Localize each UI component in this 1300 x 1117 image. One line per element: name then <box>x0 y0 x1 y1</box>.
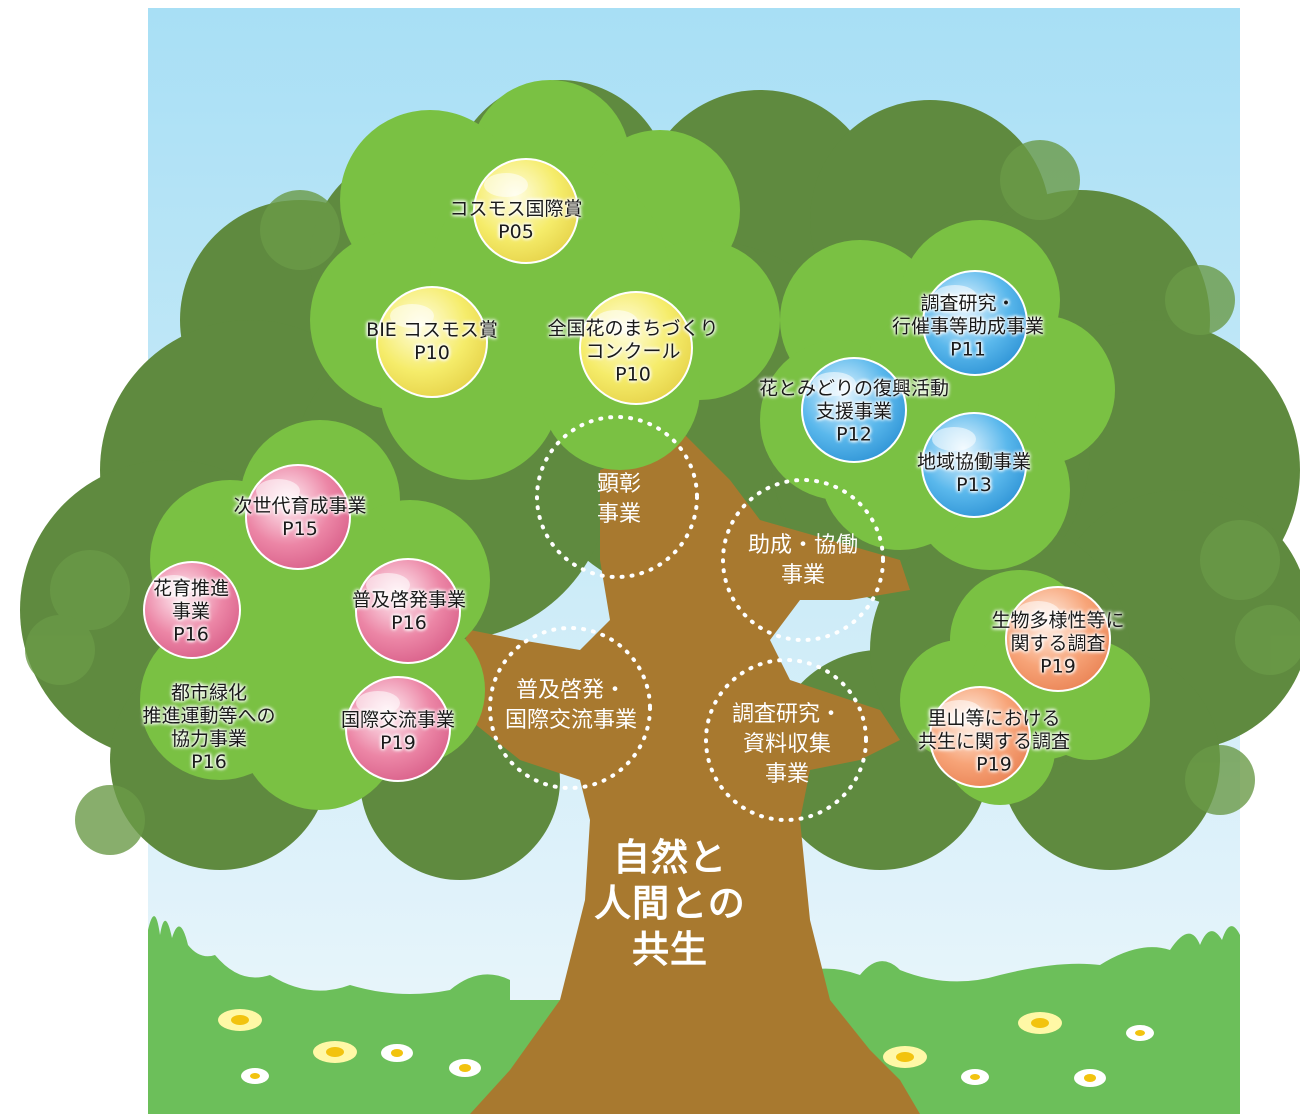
project-title: 国際交流事業 <box>340 709 456 731</box>
project-title: 調査研究・ <box>920 292 1016 315</box>
project-title: 行催事等助成事業 <box>891 315 1045 338</box>
project-urban-green: 都市緑化 推進運動等への 協力事業 P16 <box>142 682 275 774</box>
center-line: 人間との <box>594 882 746 925</box>
page-ref: P16 <box>173 623 209 646</box>
project-flower-edu: 花育推進 事業 P16 <box>153 578 229 647</box>
project-title: コスモス国際賞 <box>449 198 583 220</box>
center-line: 自然と <box>612 836 727 879</box>
category-line: 事業 <box>764 762 810 787</box>
tree-trunk <box>450 430 920 1114</box>
project-title: 花育推進 <box>152 577 230 600</box>
project-title: 花とみどりの復興活動 <box>758 377 950 400</box>
category-fukyu: 普及啓発・ 国際交流事業 <box>505 676 637 736</box>
project-title: 普及啓発事業 <box>351 589 467 611</box>
page-ref: P13 <box>956 474 992 496</box>
project-title: 都市緑化 <box>170 682 248 704</box>
page-ref: P16 <box>191 751 227 773</box>
project-title: 事業 <box>171 600 211 623</box>
page-ref: P12 <box>836 423 872 446</box>
project-title: 全国花のまちづくり <box>547 317 719 340</box>
category-line: 助成・協働 <box>747 533 859 558</box>
project-next-gen: 次世代育成事業 P15 <box>233 495 366 541</box>
project-bie-cosmos: BIE コスモス賞 P10 <box>366 319 498 365</box>
center-line: 共生 <box>631 928 708 971</box>
category-line: 調査研究・ <box>731 702 843 727</box>
project-recovery: 花とみどりの復興活動 支援事業 P12 <box>759 378 949 447</box>
page-ref: P19 <box>1040 655 1076 678</box>
category-line: 国際交流事業 <box>504 708 638 733</box>
page-ref: P19 <box>976 753 1012 776</box>
ring-chosa <box>704 658 868 822</box>
page-ref: P10 <box>615 363 651 386</box>
category-line: 顕彰 <box>596 472 642 497</box>
dark-foliage-edge <box>25 140 1300 855</box>
project-title: 協力事業 <box>170 728 248 750</box>
project-cosmos-prize: コスモス国際賞 P05 <box>449 198 582 244</box>
center-title: 自然と 人間との 共生 <box>594 835 746 973</box>
page-ref: P15 <box>282 518 318 540</box>
project-awareness: 普及啓発事業 P16 <box>352 589 466 635</box>
project-bubbles <box>143 158 1111 788</box>
project-title: 共生に関する調査 <box>917 730 1071 753</box>
page-ref: P16 <box>391 612 427 634</box>
category-chosa: 調査研究・ 資料収集 事業 <box>732 700 842 790</box>
project-biodiversity: 生物多様性等に 関する調査 P19 <box>991 610 1124 679</box>
ring-josei <box>721 478 885 642</box>
project-intl-exchange: 国際交流事業 P19 <box>341 709 455 755</box>
category-line: 事業 <box>596 502 642 527</box>
category-josei: 助成・協働 事業 <box>748 531 858 591</box>
project-title: 推進運動等への <box>142 705 276 727</box>
category-line: 普及啓発・ <box>515 678 627 703</box>
category-line: 事業 <box>780 563 826 588</box>
project-title: 支援事業 <box>815 400 893 423</box>
project-research-grant: 調査研究・ 行催事等助成事業 P11 <box>892 293 1044 362</box>
project-title: 生物多様性等に <box>991 609 1125 632</box>
project-regional: 地域協働事業 P13 <box>917 451 1031 497</box>
project-title: 地域協働事業 <box>916 451 1032 473</box>
bubble-highlights <box>154 173 1060 724</box>
ring-fukyu <box>488 626 652 790</box>
category-line: 資料収集 <box>742 732 832 757</box>
project-flower-town: 全国花のまちづくり コンクール P10 <box>547 318 718 387</box>
category-kensho: 顕彰 事業 <box>597 470 641 530</box>
category-rings <box>488 415 885 822</box>
page-ref: P19 <box>380 732 416 754</box>
project-title: コンクール <box>585 340 681 363</box>
page-ref: P10 <box>414 342 450 364</box>
project-satoyama: 里山等における 共生に関する調査 P19 <box>918 708 1070 777</box>
ring-kensho <box>535 415 699 579</box>
project-title: 次世代育成事業 <box>233 495 367 517</box>
project-title: 関する調査 <box>1010 632 1106 655</box>
project-title: BIE コスモス賞 <box>366 319 498 341</box>
page-ref: P11 <box>950 338 986 361</box>
project-title: 里山等における <box>927 707 1061 730</box>
page-ref: P05 <box>498 221 534 243</box>
